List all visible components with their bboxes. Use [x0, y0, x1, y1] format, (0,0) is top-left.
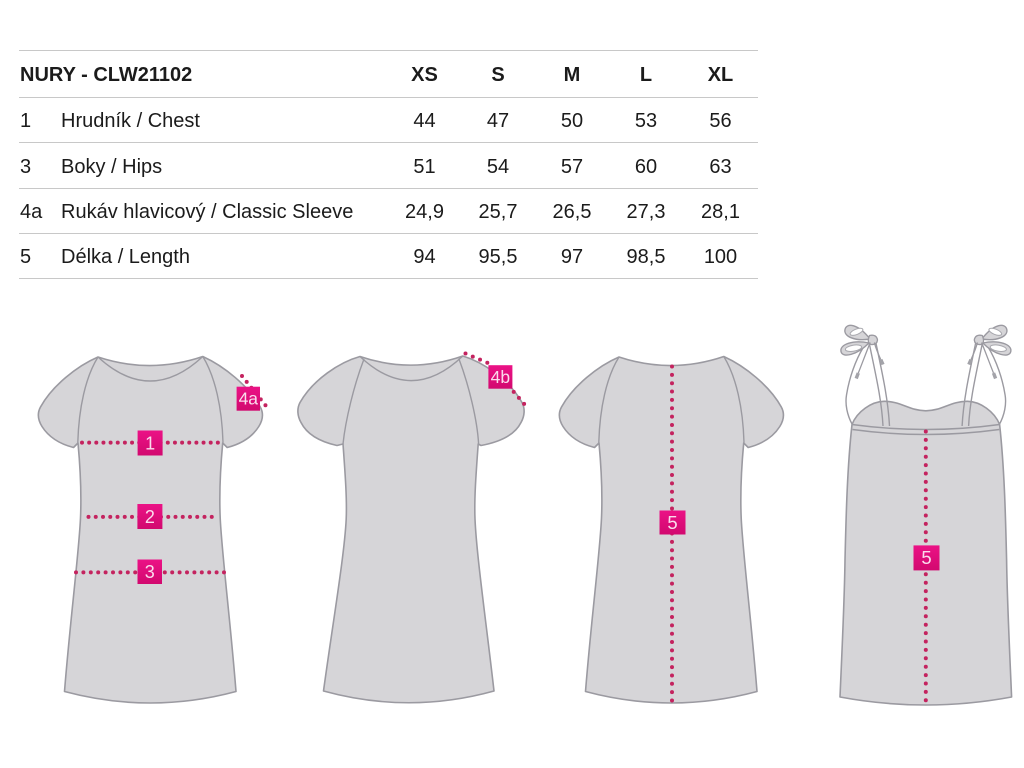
- svg-text:4a: 4a: [239, 389, 259, 409]
- svg-text:2: 2: [145, 507, 155, 527]
- svg-text:4b: 4b: [491, 367, 510, 387]
- svg-text:3: 3: [145, 562, 155, 582]
- svg-text:1: 1: [145, 433, 155, 453]
- svg-text:5: 5: [921, 547, 931, 568]
- svg-text:5: 5: [667, 512, 677, 533]
